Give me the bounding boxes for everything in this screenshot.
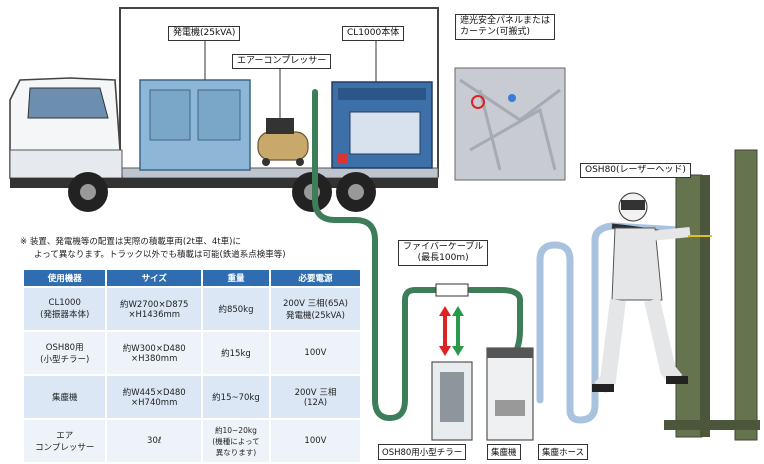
dust-hose-label: 集塵ホース: [538, 444, 589, 460]
shading-panel-photo: [454, 67, 566, 181]
table-cell: 100V: [270, 420, 360, 462]
table-row: CL1000 (発振器本体) 約W2700×D875 ×H1436mm 約850…: [24, 288, 360, 330]
dust-collector-label: 集塵機: [487, 444, 521, 460]
chiller-label: OSH80用小型チラー: [378, 444, 467, 460]
table-cell: 約W445×D480 ×H740mm: [107, 376, 202, 418]
header-weight: 重量: [203, 270, 269, 286]
table-cell: OSH80用 (小型チラー): [24, 332, 106, 374]
table-header-row: 使用機器 サイズ 重量 必要電源: [24, 270, 360, 286]
air-compressor: [257, 118, 309, 166]
table-cell: 約W2700×D875 ×H1436mm: [107, 288, 202, 330]
header-power: 必要電源: [270, 270, 360, 286]
table-cell: 30ℓ: [107, 420, 202, 462]
table-row: OSH80用 (小型チラー) 約W300×D480 ×H380mm 約15kg …: [24, 332, 360, 374]
table-cell: 約15~70kg: [203, 376, 269, 418]
spec-table: 使用機器 サイズ 重量 必要電源 CL1000 (発振器本体) 約W2700×D…: [22, 268, 362, 464]
note-line-2: よって異なります。トラック以外でも積載は可能(鉄道系点検車等): [34, 250, 286, 260]
chiller: [431, 361, 473, 441]
dust-hose: [536, 222, 684, 424]
table-row: 集塵機 約W445×D480 ×H740mm 約15~70kg 200V 三相 …: [24, 376, 360, 418]
main-unit-label: CL1000本体: [342, 26, 405, 41]
table-cell: 約W300×D480 ×H380mm: [107, 332, 202, 374]
worker: [592, 192, 691, 394]
table-cell: 200V 三相(65A) 発電機(25kVA): [270, 288, 360, 330]
connection-arrows: [439, 306, 464, 356]
header-equipment: 使用機器: [24, 270, 106, 286]
dust-collector: [486, 347, 534, 441]
table-cell: 約10~20kg (機種によって 異なります): [203, 420, 269, 462]
table-row: エア コンプレッサー 30ℓ 約10~20kg (機種によって 異なります) 1…: [24, 420, 360, 462]
cl1000-unit: [331, 81, 433, 169]
panel-label: 遮光安全パネルまたは カーテン(可搬式): [455, 14, 556, 40]
table-cell: 200V 三相 (12A): [270, 376, 360, 418]
table-cell: 約15kg: [203, 332, 269, 374]
table-cell: CL1000 (発振器本体): [24, 288, 106, 330]
table-cell: 約850kg: [203, 288, 269, 330]
header-size: サイズ: [107, 270, 202, 286]
compressor-label: エアーコンプレッサー: [232, 54, 332, 69]
table-cell: 集塵機: [24, 376, 106, 418]
table-cell: 100V: [270, 332, 360, 374]
note-line-1: ※ 装置、発電機等の配置は実際の積載車両(2t車、4t車)に: [20, 237, 241, 247]
table-cell: エア コンプレッサー: [24, 420, 106, 462]
fiber-label: ファイバーケーブル (最長100m): [398, 240, 489, 266]
steel-structure: [664, 149, 760, 441]
head-label: OSH80(レーザーヘッド): [580, 163, 691, 178]
generator-label: 発電機(25kVA): [168, 26, 241, 41]
